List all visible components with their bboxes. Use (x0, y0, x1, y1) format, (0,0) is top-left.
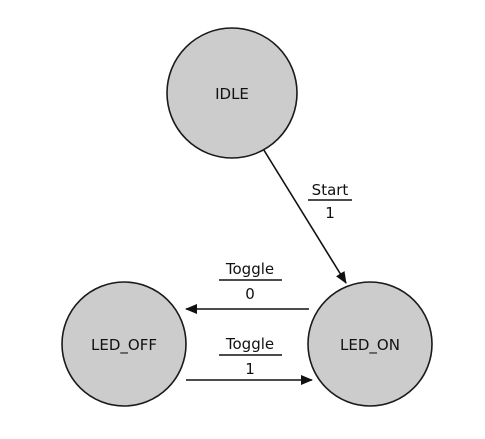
state-idle-label: IDLE (215, 85, 249, 103)
transition-arrow-start (261, 146, 347, 284)
state-idle-circle (166, 27, 298, 159)
state-led-off-label: LED_OFF (91, 336, 157, 355)
state-led-on-circle (307, 281, 433, 407)
state-led-on-label: LED_ON (340, 336, 400, 355)
state-idle: IDLE (166, 27, 298, 159)
state-led-off-circle (61, 281, 187, 407)
transition-output-start: 1 (325, 204, 335, 222)
transition-led-off-to-led-on: Toggle 1 (186, 335, 313, 385)
transition-event-toggle-off: Toggle (225, 260, 274, 278)
transition-event-start: Start (312, 181, 349, 199)
transition-led-on-to-led-off: Toggle 0 (185, 260, 309, 314)
transition-output-toggle-on: 1 (245, 360, 255, 378)
state-led-off: LED_OFF (61, 281, 187, 407)
transition-idle-to-led-on: Start 1 (261, 146, 352, 284)
transition-output-toggle-off: 0 (245, 285, 255, 303)
transition-event-toggle-on: Toggle (225, 335, 274, 353)
state-led-on: LED_ON (307, 281, 433, 407)
